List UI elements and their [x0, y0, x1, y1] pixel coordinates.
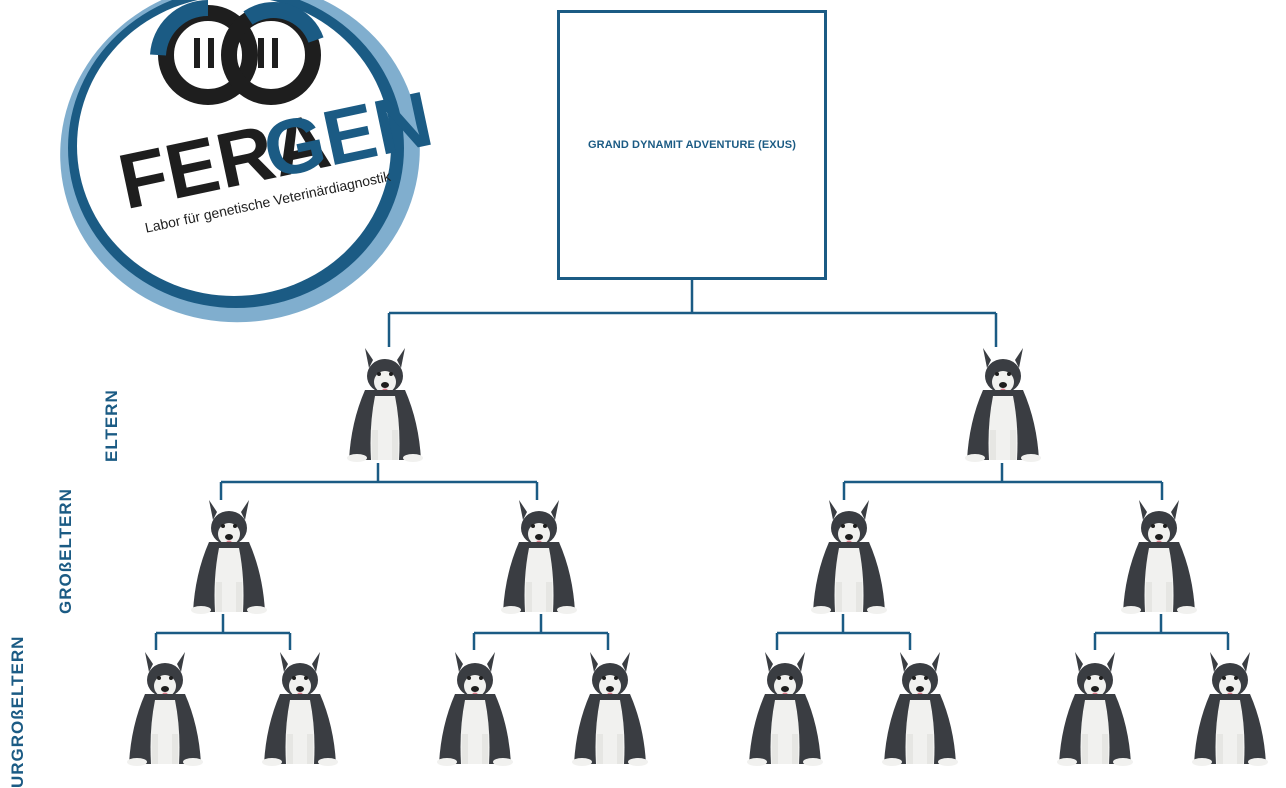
great-grandparent-7-icon	[1057, 652, 1133, 766]
great-grandparent-6-icon	[882, 652, 958, 766]
grandparent-3-icon	[811, 500, 887, 614]
grandparent-4-icon	[1121, 500, 1197, 614]
grandparent-1-icon	[191, 500, 267, 614]
great-grandparent-8-icon	[1192, 652, 1268, 766]
great-grandparent-2-icon	[262, 652, 338, 766]
great-grandparent-1-icon	[127, 652, 203, 766]
grandparent-2-icon	[501, 500, 577, 614]
parent-sire-icon	[347, 348, 423, 462]
parent-dam-icon	[965, 348, 1041, 462]
great-grandparent-5-icon	[747, 652, 823, 766]
great-grandparent-3-icon	[437, 652, 513, 766]
great-grandparent-4-icon	[572, 652, 648, 766]
